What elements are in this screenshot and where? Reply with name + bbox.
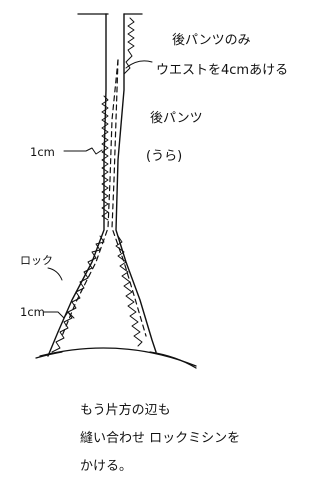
leader-waist bbox=[125, 60, 153, 69]
label-back-pants: 後パンツ bbox=[150, 111, 203, 126]
overlock-zigzag-left-leg bbox=[51, 235, 105, 353]
leader-1cm-bottom bbox=[43, 311, 75, 319]
leader-1cm-top bbox=[63, 147, 103, 155]
leg-outer-edge-left bbox=[47, 13, 107, 357]
bottom-curve-right bbox=[149, 351, 197, 369]
leg-outer-edge-right bbox=[115, 13, 157, 353]
stitch-line-right bbox=[111, 59, 147, 337]
label-reverse-side: (うら) bbox=[146, 149, 182, 164]
overlock-zigzag-center bbox=[101, 95, 109, 221]
label-overlock: ロック bbox=[20, 254, 53, 267]
note-line-1: もう片方の辺も bbox=[80, 402, 171, 418]
overlock-zigzag-waist bbox=[123, 17, 135, 75]
leader-overlock bbox=[47, 267, 63, 281]
label-back-pants-only: 後パンツのみ bbox=[172, 33, 251, 48]
overlock-zigzag-right-leg bbox=[115, 235, 143, 347]
label-1cm-bottom: 1cm bbox=[20, 305, 45, 319]
label-waist-open: ウエストを4cmあける bbox=[156, 63, 288, 78]
label-1cm-top: 1cm bbox=[30, 145, 55, 159]
note-line-3: かける。 bbox=[80, 459, 132, 474]
stitch-line-left bbox=[61, 59, 119, 337]
note-line-2: 縫い合わせ ロックミシンを bbox=[80, 431, 240, 446]
bottom-curve-left-stub bbox=[35, 351, 63, 359]
